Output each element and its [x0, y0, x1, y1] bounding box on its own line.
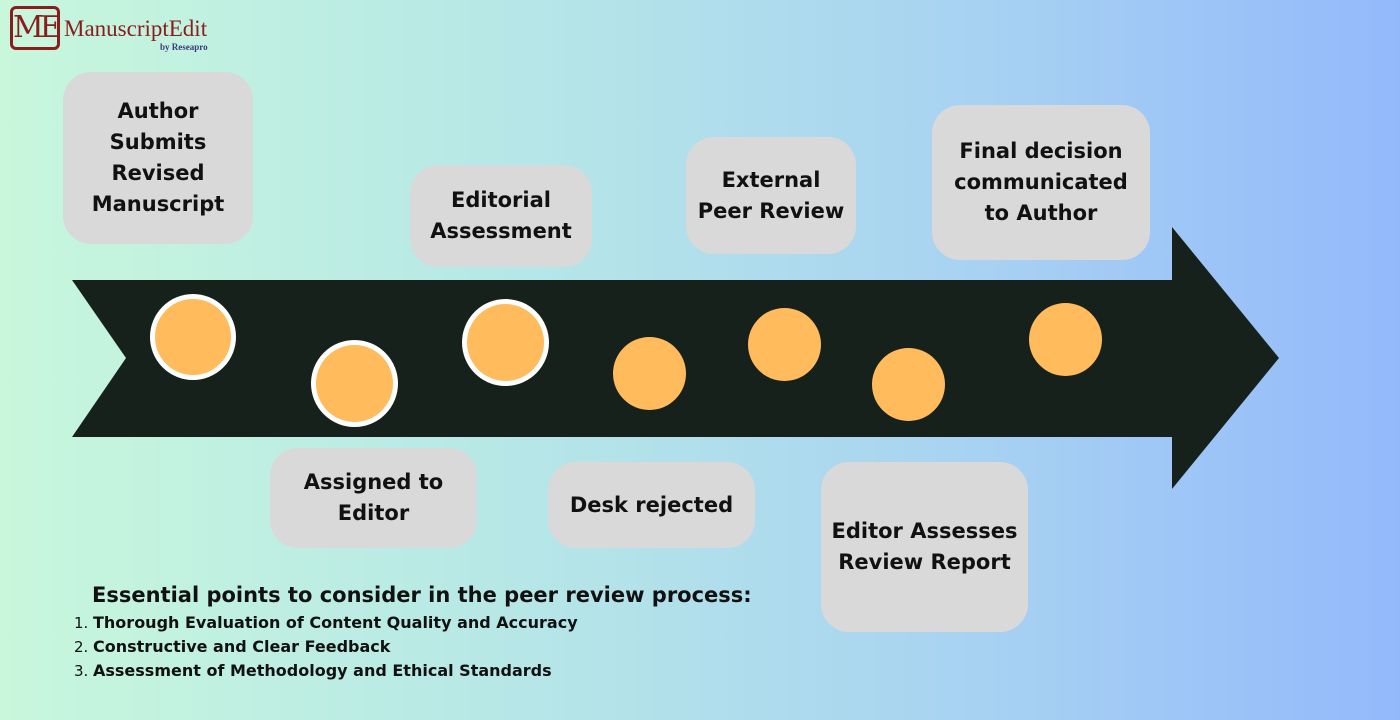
points-list-item: 3.Assessment of Methodology and Ethical …	[74, 659, 752, 683]
step-box-desk-rejected: Desk rejected	[548, 462, 755, 548]
step-marker-1	[150, 294, 236, 380]
essential-points: Essential points to consider in the peer…	[74, 583, 752, 683]
step-box-author-submits: Author Submits Revised Manuscript	[63, 72, 253, 244]
logo-mark-icon: ME	[10, 6, 62, 50]
points-item-number: 1.	[74, 614, 89, 632]
step-box-editor-assesses: Editor Assesses Review Report	[821, 462, 1028, 632]
step-marker-6	[872, 348, 945, 421]
step-marker-7	[1029, 303, 1102, 376]
step-box-external-peer-review: External Peer Review	[686, 137, 856, 254]
points-list-item: 2.Constructive and Clear Feedback	[74, 635, 752, 659]
step-box-final-decision: Final decision communicated to Author	[932, 105, 1150, 260]
points-item-text: Constructive and Clear Feedback	[93, 637, 391, 656]
points-list-item: 1.Thorough Evaluation of Content Quality…	[74, 611, 752, 635]
points-item-number: 3.	[74, 662, 89, 680]
points-item-text: Thorough Evaluation of Content Quality a…	[93, 613, 578, 632]
points-list: 1.Thorough Evaluation of Content Quality…	[74, 611, 752, 683]
step-marker-5	[748, 308, 821, 381]
step-box-editorial-assessment: Editorial Assessment	[410, 165, 592, 267]
points-item-number: 2.	[74, 638, 89, 656]
points-title: Essential points to consider in the peer…	[92, 583, 752, 607]
points-item-text: Assessment of Methodology and Ethical St…	[93, 661, 552, 680]
brand-name: ManuscriptEdit	[64, 16, 208, 41]
step-marker-2	[311, 340, 398, 427]
step-marker-4	[613, 337, 686, 410]
step-box-assigned-to-editor: Assigned to Editor	[270, 448, 477, 548]
brand-byline: by Reseapro	[160, 42, 208, 52]
step-marker-3	[462, 299, 549, 386]
